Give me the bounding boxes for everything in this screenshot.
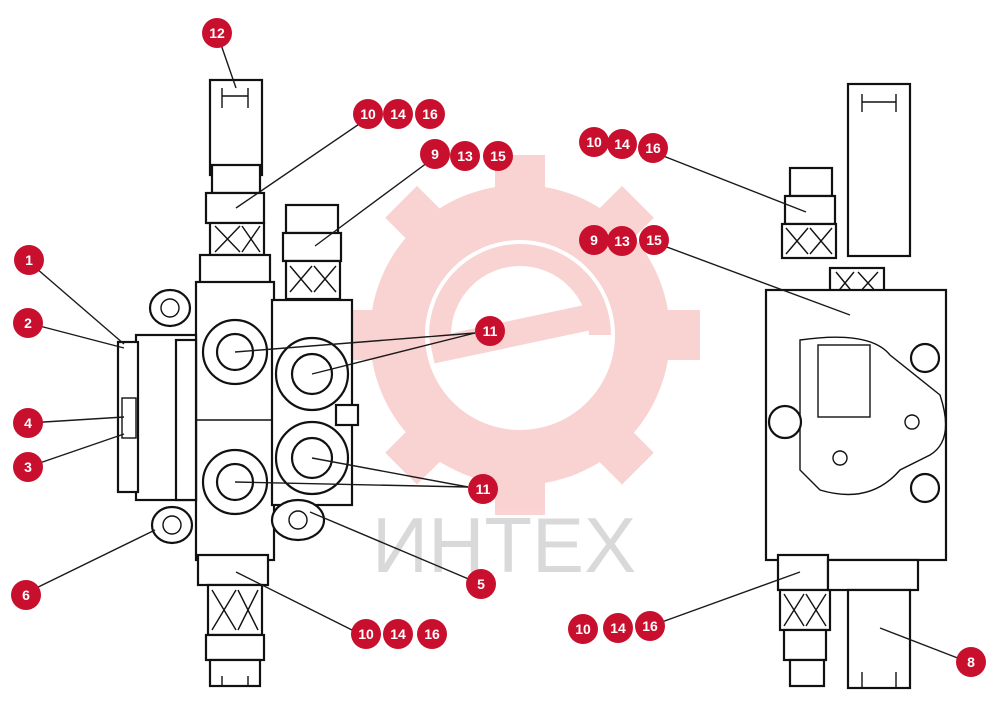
svg-text:12: 12 xyxy=(209,25,225,41)
svg-text:9: 9 xyxy=(431,146,439,162)
callout-10-14-16-top-right: 10 14 16 xyxy=(579,127,668,163)
svg-text:15: 15 xyxy=(646,232,662,248)
callout-12: 12 xyxy=(202,18,232,48)
svg-text:6: 6 xyxy=(22,587,30,603)
svg-text:11: 11 xyxy=(483,323,498,339)
svg-text:11: 11 xyxy=(476,481,491,497)
svg-text:10: 10 xyxy=(360,106,376,122)
callout-10-14-16-bottom-right: 10 14 16 xyxy=(568,611,665,644)
watermark-text: ИНТЕХ xyxy=(372,501,636,589)
svg-text:10: 10 xyxy=(575,621,591,637)
svg-text:10: 10 xyxy=(586,134,602,150)
svg-text:15: 15 xyxy=(490,148,506,164)
svg-text:1: 1 xyxy=(25,252,33,268)
callout-11-top: 11 xyxy=(475,316,505,346)
svg-text:8: 8 xyxy=(967,654,975,670)
svg-text:16: 16 xyxy=(424,626,440,642)
callout-2: 2 xyxy=(13,308,43,338)
svg-text:16: 16 xyxy=(422,106,438,122)
svg-text:13: 13 xyxy=(614,233,630,249)
callout-4: 4 xyxy=(13,408,43,438)
svg-text:2: 2 xyxy=(24,315,32,331)
callout-3: 3 xyxy=(13,452,43,482)
right-valve-drawing xyxy=(764,82,948,690)
svg-text:14: 14 xyxy=(614,136,630,152)
svg-text:16: 16 xyxy=(645,140,661,156)
svg-text:16: 16 xyxy=(642,618,658,634)
callout-8: 8 xyxy=(956,647,986,677)
callout-10-14-16-bottom-left: 10 14 16 xyxy=(351,619,447,649)
svg-text:4: 4 xyxy=(24,415,32,431)
leader-lines xyxy=(25,32,969,663)
callout-11-bottom: 11 xyxy=(468,474,498,504)
callout-6: 6 xyxy=(11,580,41,610)
svg-text:14: 14 xyxy=(390,106,406,122)
svg-text:13: 13 xyxy=(457,148,473,164)
svg-text:10: 10 xyxy=(358,626,374,642)
svg-text:14: 14 xyxy=(390,626,406,642)
watermark-gear-logo xyxy=(340,155,700,515)
left-valve-drawing xyxy=(116,78,360,688)
callout-5: 5 xyxy=(466,569,496,599)
callout-9-13-15-left: 9 13 15 xyxy=(420,139,513,171)
svg-text:5: 5 xyxy=(477,576,485,592)
svg-text:14: 14 xyxy=(610,620,626,636)
svg-text:3: 3 xyxy=(24,459,32,475)
callout-9-13-15-right: 9 13 15 xyxy=(579,225,669,256)
svg-text:9: 9 xyxy=(590,232,598,248)
callout-10-14-16-top-left: 10 14 16 xyxy=(353,99,445,129)
callout-1: 1 xyxy=(14,245,44,275)
